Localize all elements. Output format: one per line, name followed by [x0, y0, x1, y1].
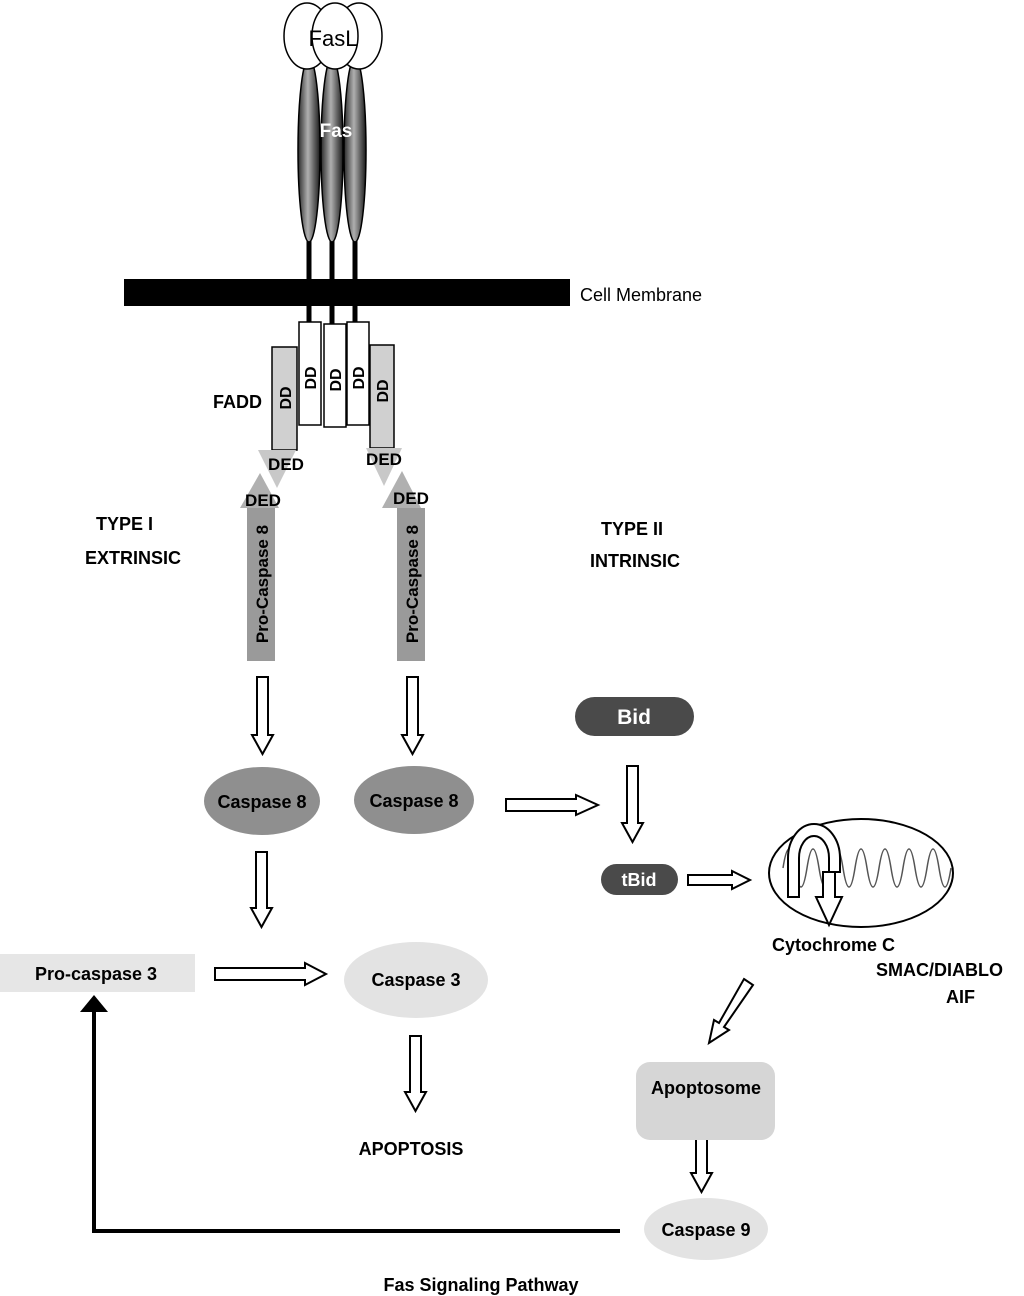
- mitochondrion-icon: [768, 818, 954, 928]
- caspase3-node: Caspase 3: [344, 942, 488, 1018]
- ded-label-3: DED: [245, 491, 281, 510]
- ded-label-1: DED: [268, 455, 304, 474]
- cell-membrane-label: Cell Membrane: [580, 285, 702, 305]
- type1-label: TYPE I: [96, 514, 153, 534]
- svg-text:Pro-Caspase 8: Pro-Caspase 8: [253, 525, 272, 643]
- fadd-label: FADD: [213, 392, 262, 412]
- dd-label-4: DD: [351, 366, 368, 389]
- ded-label-2: DED: [366, 450, 402, 469]
- svg-text:tBid: tBid: [622, 870, 657, 890]
- type2-label: TYPE II: [601, 519, 663, 539]
- dd-label-3: DD: [328, 368, 345, 391]
- fasl-ligand: FasL: [283, 2, 383, 70]
- fas-receptor: Fas: [297, 57, 367, 325]
- extrinsic-label: EXTRINSIC: [85, 548, 181, 568]
- svg-text:Pro-caspase 3: Pro-caspase 3: [35, 964, 157, 984]
- dd-label-5: DD: [375, 379, 392, 402]
- caspase8-left: Caspase 8: [204, 767, 320, 835]
- smac-diablo-label: SMAC/DIABLO: [876, 960, 1003, 980]
- pro-caspase8-right: Pro-Caspase 8: [397, 508, 425, 661]
- apoptosis-label: APOPTOSIS: [359, 1139, 464, 1159]
- caspase8-right: Caspase 8: [354, 766, 474, 834]
- fas-label: Fas: [320, 121, 353, 142]
- feedback-arrow: [80, 995, 620, 1233]
- intrinsic-label: INTRINSIC: [590, 551, 680, 571]
- svg-text:Apoptosome: Apoptosome: [651, 1078, 761, 1098]
- diagram-caption: Fas Signaling Pathway: [383, 1275, 578, 1295]
- svg-text:Caspase 9: Caspase 9: [661, 1220, 750, 1240]
- cytochrome-c-label: Cytochrome C: [772, 935, 895, 955]
- caspase9-node: Caspase 9: [644, 1198, 768, 1260]
- apoptosome-node: Apoptosome: [636, 1062, 775, 1140]
- pro-caspase8-left: Pro-Caspase 8: [247, 508, 275, 661]
- bid-node: Bid: [575, 697, 694, 736]
- ded-domains: DED DED DED DED: [240, 448, 429, 510]
- dd-label-2: DD: [303, 366, 320, 389]
- svg-text:Caspase 8: Caspase 8: [369, 791, 458, 811]
- svg-text:Caspase 3: Caspase 3: [371, 970, 460, 990]
- ded-label-4: DED: [393, 489, 429, 508]
- pro-caspase3-node: Pro-caspase 3: [0, 954, 195, 992]
- cell-membrane: [124, 279, 570, 306]
- svg-text:Pro-Caspase 8: Pro-Caspase 8: [403, 525, 422, 643]
- svg-text:Bid: Bid: [617, 706, 651, 729]
- svg-text:Caspase 8: Caspase 8: [217, 792, 306, 812]
- aif-label: AIF: [946, 987, 975, 1007]
- fasl-label: FasL: [309, 26, 358, 51]
- dd-label-1: DD: [278, 386, 295, 409]
- tbid-node: tBid: [601, 864, 678, 895]
- death-domains: DD DD DD DD DD: [271, 321, 395, 451]
